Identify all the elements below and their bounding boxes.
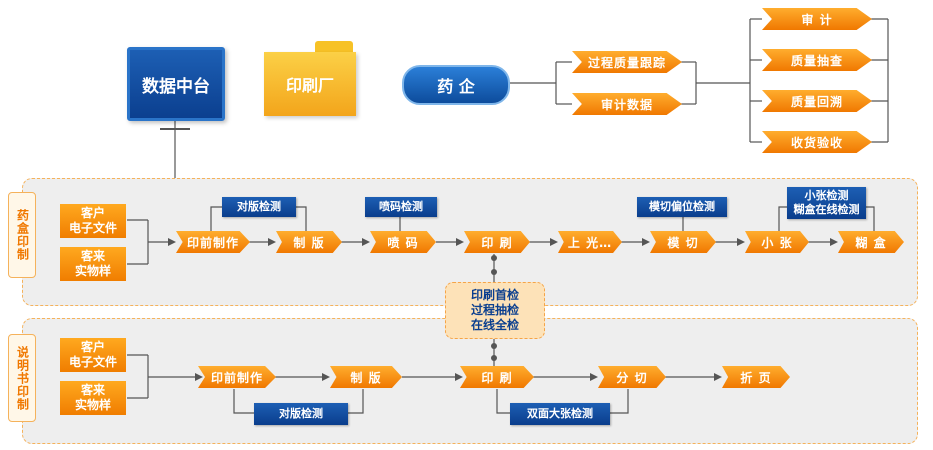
- double-sided-sheet-check-label: 双面大张检测: [510, 403, 610, 425]
- small-sheet-gluing-check-label: 小张检测 糊盒在线检测: [787, 187, 866, 219]
- audit-item: 审 计: [762, 8, 872, 30]
- folder-tab: [315, 41, 353, 53]
- audit-data: 审计数据: [572, 93, 682, 115]
- step-platemaking: 制 版: [276, 231, 342, 253]
- manual-step-folding: 折 页: [722, 366, 790, 388]
- plate-check-label: 对版检测: [222, 197, 296, 217]
- manual-plate-check-label: 对版检测: [254, 403, 348, 425]
- box-section-label: 药盒印制: [8, 192, 36, 278]
- print-factory-node: 印刷厂: [264, 52, 356, 116]
- receipt-acceptance: 收货验收: [762, 131, 872, 153]
- manual-step-prepress: 印前制作: [198, 366, 276, 388]
- quality-spot-check: 质量抽查: [762, 49, 872, 71]
- manual-section-label: 说明书印制: [8, 334, 36, 422]
- step-box-gluing: 糊 盒: [838, 231, 904, 253]
- die-cut-offset-check-label: 模切偏位检测: [637, 197, 727, 217]
- step-coding: 喷 码: [370, 231, 436, 253]
- step-printing: 印 刷: [464, 231, 530, 253]
- manual-step-slitting: 分 切: [598, 366, 666, 388]
- data-platform-node: 数据中台: [127, 47, 225, 121]
- manual-step-platemaking: 制 版: [330, 366, 402, 388]
- customer-e-file-input: 客户 电子文件: [60, 204, 126, 238]
- pharma-node: 药 企: [402, 65, 510, 105]
- step-small-sheet: 小 张: [745, 231, 809, 253]
- process-quality-tracking: 过程质量跟踪: [572, 51, 682, 73]
- coding-check-label: 喷码检测: [365, 197, 437, 217]
- quality-traceback: 质量回溯: [762, 90, 872, 112]
- manual-step-printing: 印 刷: [460, 366, 534, 388]
- step-prepress: 印前制作: [176, 231, 250, 253]
- step-die-cutting: 模 切: [650, 231, 716, 253]
- manual-customer-e-file-input: 客户 电子文件: [60, 338, 126, 372]
- print-inspection-box: 印刷首检 过程抽检 在线全检: [445, 282, 545, 339]
- customer-sample-input: 客来 实物样: [60, 247, 126, 281]
- manual-customer-sample-input: 客来 实物样: [60, 381, 126, 415]
- step-varnishing: 上 光…: [558, 231, 622, 253]
